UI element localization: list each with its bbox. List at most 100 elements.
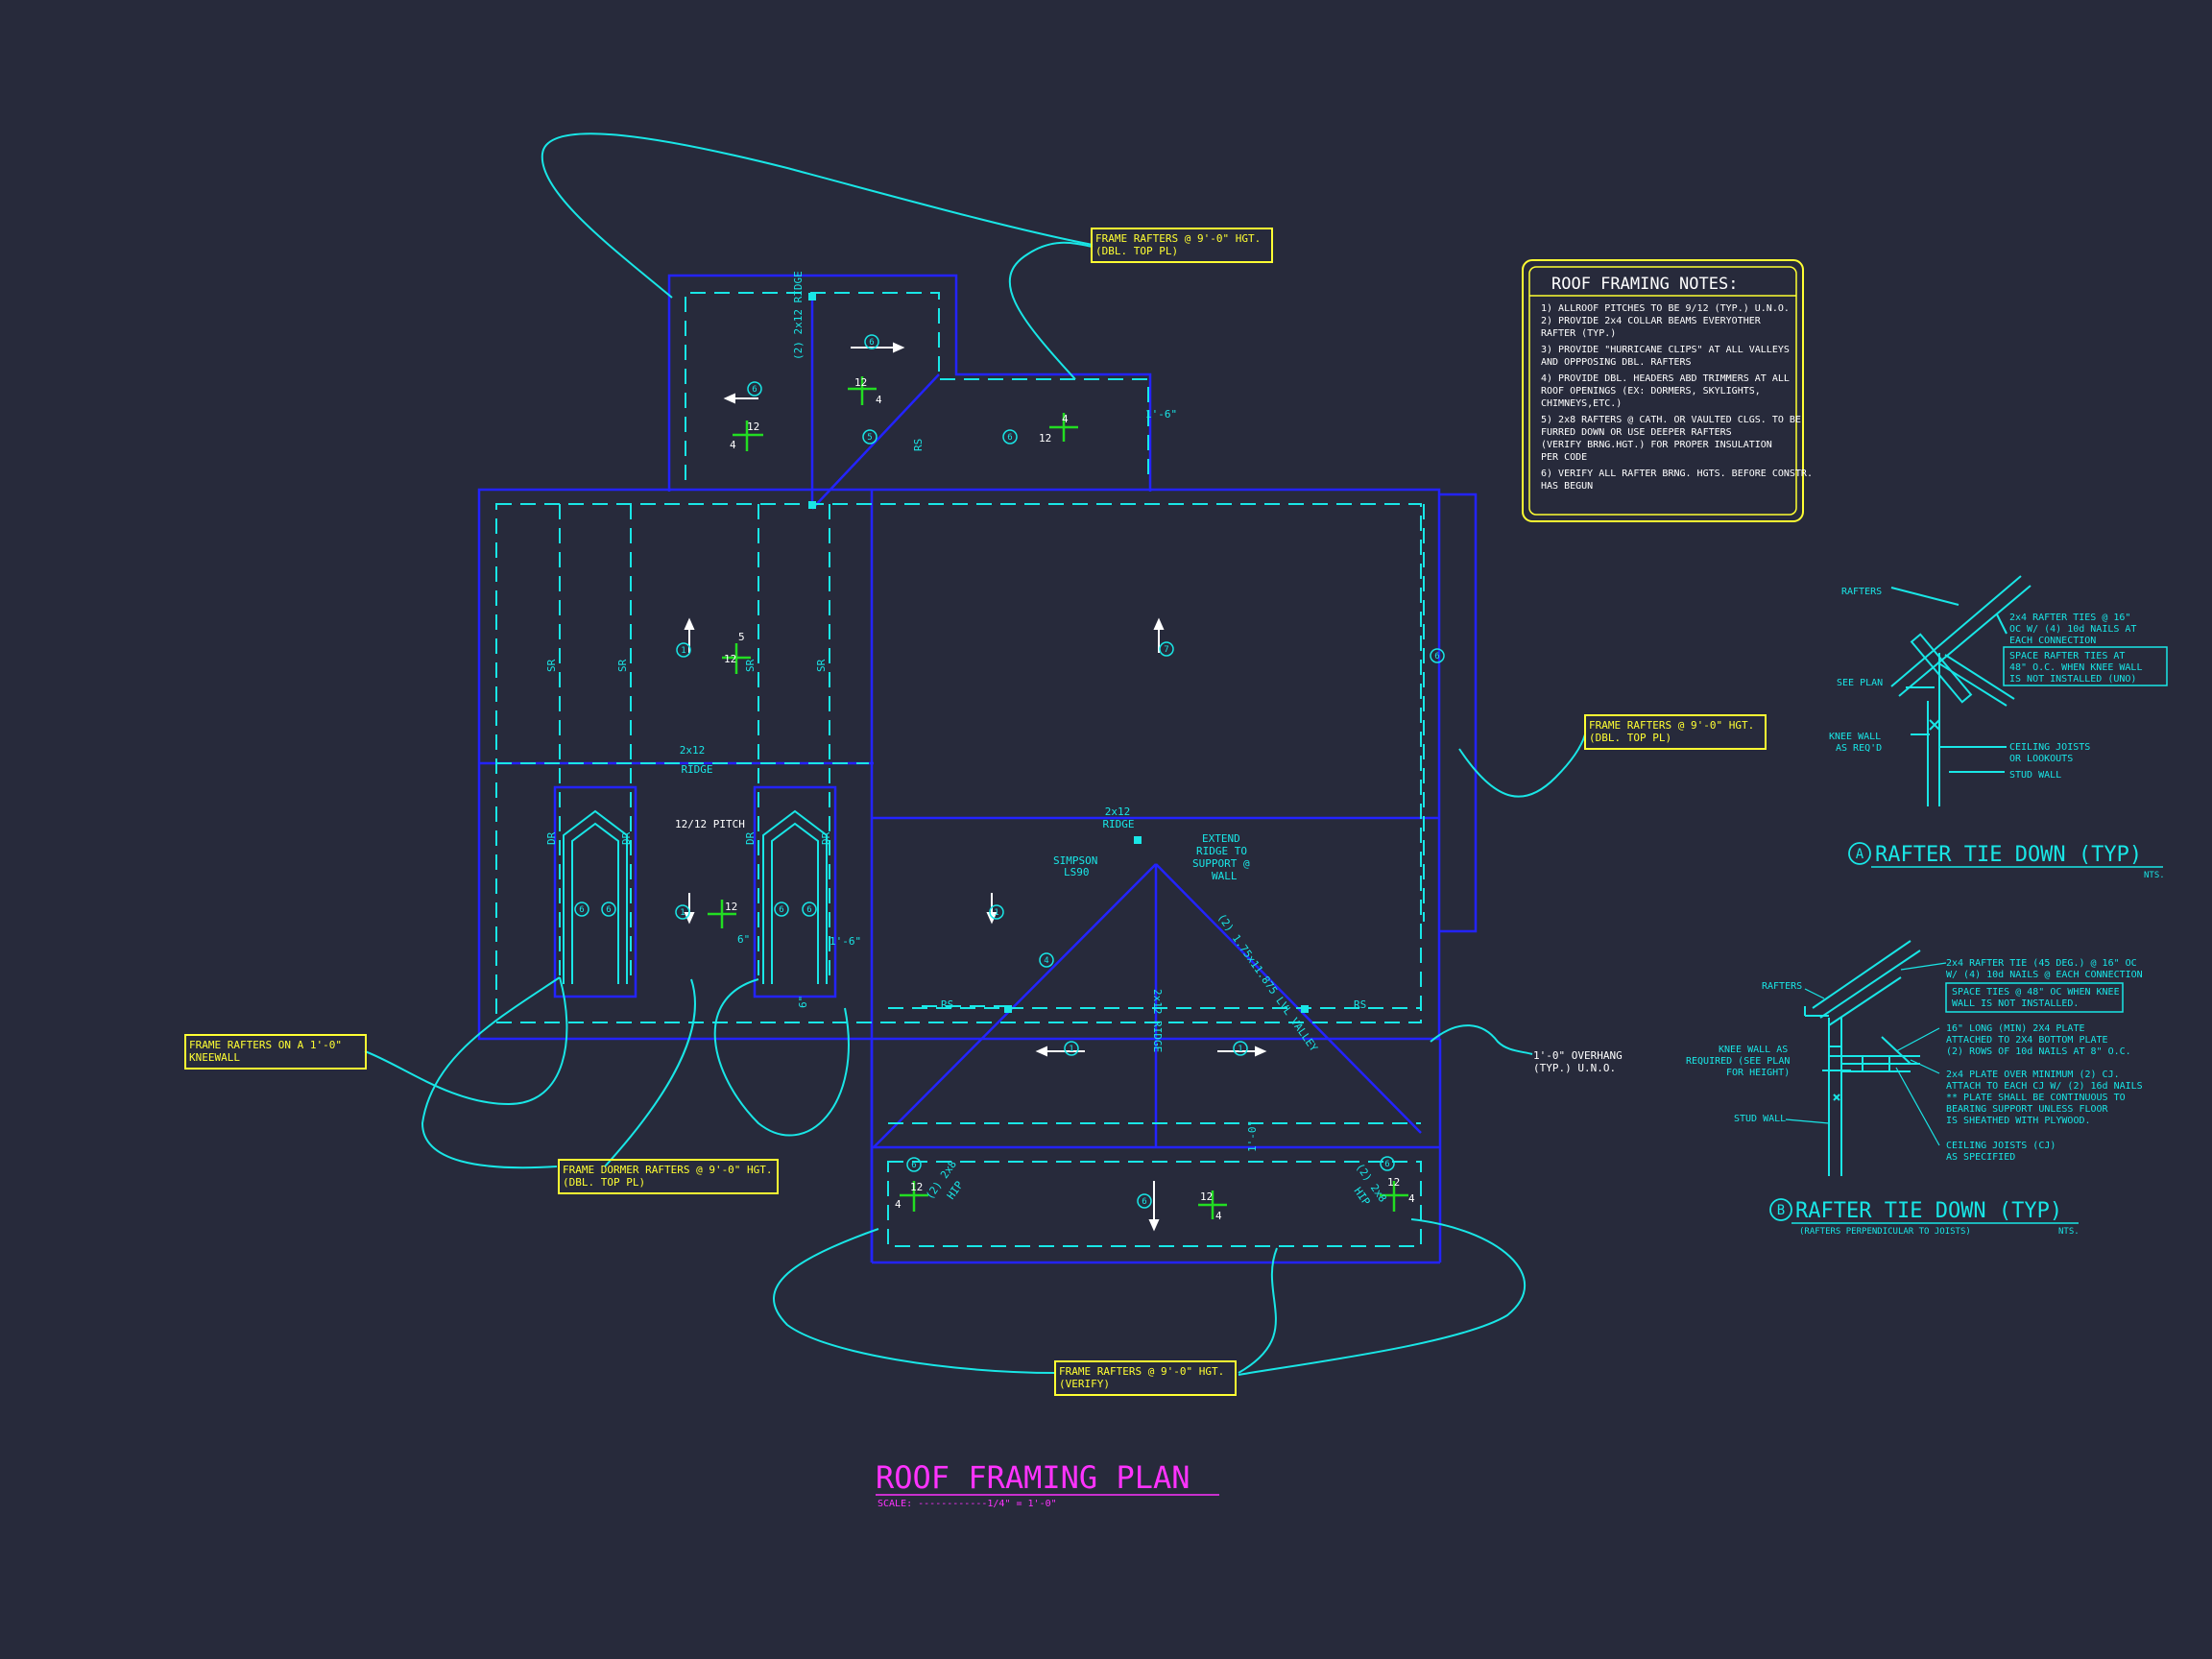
tag-4: 4 xyxy=(1044,956,1048,966)
rafter-tag-numbers: 6 6 5 6 1 7 6 6 6 1 1 6 6 4 1 1 6 6 6 xyxy=(579,338,1439,1207)
detail-a-knee-wall-1: KNEE WALL xyxy=(1829,732,1881,742)
sr-label-3: SR xyxy=(744,659,757,672)
plan-dashed-framing xyxy=(495,292,1425,1247)
detail-a-labels: RAFTERS SEE PLAN KNEE WALL AS REQ'D 2x4 … xyxy=(1829,587,2168,781)
ridge-size-center: 2x12 xyxy=(1105,805,1131,818)
callout-dormer-line1: FRAME DORMER RAFTERS @ 9'-0" HGT. xyxy=(563,1164,773,1176)
pitch-num-5: 5 xyxy=(738,631,745,643)
dim-6-dormer: 6" xyxy=(737,933,750,946)
callout-top-line1: FRAME RAFTERS @ 9'-0" HGT. xyxy=(1095,232,1261,245)
tag-6: 6 xyxy=(1434,652,1439,661)
detail-b-subtitle: (RAFTERS PERPENDICULAR TO JOISTS) xyxy=(1799,1227,1971,1237)
pitch-num-4: 4 xyxy=(1215,1210,1222,1222)
note-line: 2) PROVIDE 2x4 COLLAR BEAMS EVERYOTHER xyxy=(1541,316,1762,326)
dr-label-3: DR xyxy=(744,831,757,845)
detail-b-knee-2: REQUIRED (SEE PLAN xyxy=(1686,1056,1790,1067)
pitch-num-12: 12 xyxy=(747,421,759,433)
note-line: CHIMNEYS,ETC.) xyxy=(1541,398,1622,409)
callout-right-line2: (DBL. TOP PL) xyxy=(1589,732,1671,744)
pitch-num-12: 12 xyxy=(910,1181,923,1193)
note-line: HAS BEGUN xyxy=(1541,481,1593,492)
overhang-line2: (TYP.) U.N.O. xyxy=(1533,1062,1616,1074)
note-line: 5) 2x8 RAFTERS @ CATH. OR VAULTED CLGS. … xyxy=(1541,415,1801,425)
detail-b-plate-over-4: BEARING SUPPORT UNLESS FLOOR xyxy=(1946,1104,2109,1115)
note-line: 4) PROVIDE DBL. HEADERS ABD TRIMMERS AT … xyxy=(1541,373,1790,384)
detail-b-rafters: RAFTERS xyxy=(1762,981,1802,992)
callout-top: FRAME RAFTERS @ 9'-0" HGT. (DBL. TOP PL) xyxy=(1091,228,1273,263)
rs-label-right: RS xyxy=(1354,998,1366,1011)
callout-top-line2: (DBL. TOP PL) xyxy=(1095,245,1178,257)
leader-clouds xyxy=(364,132,1586,1376)
dim-1-0-hip: 1'-0" xyxy=(1246,1120,1259,1152)
detail-b-joists-2: AS SPECIFIED xyxy=(1946,1152,2015,1163)
pitch-num-4: 4 xyxy=(1408,1192,1415,1205)
detail-a-stud: STUD WALL xyxy=(2009,770,2061,781)
dim-6-lower: 6" xyxy=(797,996,809,1008)
dim-1-6-dormer: 1'-6" xyxy=(830,935,861,948)
overhang-line1: 1'-0" OVERHANG xyxy=(1533,1049,1623,1062)
pitch-note: 12/12 PITCH xyxy=(675,818,745,830)
rs-label-top: RS xyxy=(912,439,925,451)
pitch-num-12: 12 xyxy=(1039,432,1051,445)
extend-line4: WALL xyxy=(1212,870,1238,882)
tag-6: 6 xyxy=(911,1161,916,1170)
detail-b-plate16-3: (2) ROWS OF 10d NAILS AT 8" O.C. xyxy=(1946,1046,2131,1057)
detail-b-joists-1: CEILING JOISTS (CJ) xyxy=(1946,1141,2056,1151)
note-line: ROOF OPENINGS (EX: DORMERS, SKYLIGHTS, xyxy=(1541,386,1761,397)
notes-title: ROOF FRAMING NOTES: xyxy=(1551,275,1738,294)
tag-6: 6 xyxy=(606,905,611,915)
detail-a-drawing xyxy=(1890,575,2032,806)
simpson-line1: SIMPSON xyxy=(1053,854,1097,867)
callout-kneewall-line2: KNEEWALL xyxy=(189,1051,240,1064)
callout-right: FRAME RAFTERS @ 9'-0" HGT. (DBL. TOP PL) xyxy=(1584,714,1767,750)
detail-b-plate16-1: 16" LONG (MIN) 2X4 PLATE xyxy=(1946,1023,2085,1034)
detail-b-knee-3: FOR HEIGHT) xyxy=(1726,1068,1790,1078)
tag-6: 6 xyxy=(1007,433,1012,443)
drawing-title: ROOF FRAMING PLAN SCALE: ------------1/4… xyxy=(876,1459,1219,1509)
detail-b-heading: RAFTER TIE DOWN (TYP) xyxy=(1795,1199,2062,1223)
note-line: RAFTER (TYP.) xyxy=(1541,328,1616,339)
ridge-label-top: (2) 2x12 RIDGE xyxy=(792,271,805,360)
pitch-symbols xyxy=(708,376,1408,1219)
pitch-num-4: 4 xyxy=(730,439,736,451)
tag-6: 6 xyxy=(752,385,757,395)
detail-b-plate-over-1: 2x4 PLATE OVER MINIMUM (2) CJ. xyxy=(1946,1070,2120,1080)
detail-b-plate-over-5: IS SHEATHED WITH PLYWOOD. xyxy=(1946,1116,2091,1126)
tag-1: 1 xyxy=(1069,1045,1073,1054)
pitch-numbers: 12 4 12 4 4 12 12 5 12 12 4 12 4 12 4 xyxy=(724,376,1415,1222)
detail-a-joists-2: OR LOOKOUTS xyxy=(2009,754,2073,764)
detail-a-rafters: RAFTERS xyxy=(1841,587,1882,597)
sr-label-2: SR xyxy=(616,659,629,672)
detail-b-plate-over-3: ** PLATE SHALL BE CONTINUOUS TO xyxy=(1946,1093,2126,1103)
tag-6: 6 xyxy=(869,338,874,348)
note-line: FURRED DOWN OR USE DEEPER RAFTERS xyxy=(1541,427,1732,438)
tag-1: 1 xyxy=(681,646,685,656)
callout-bottom-line2: (VERIFY) xyxy=(1059,1378,1110,1390)
note-line: AND OPPPOSING DBL. RAFTERS xyxy=(1541,357,1692,368)
detail-b-stud: STUD WALL xyxy=(1734,1114,1786,1124)
ridge-label-left: RIDGE xyxy=(681,763,712,776)
note-line: 1) ALLROOF PITCHES TO BE 9/12 (TYP.) U.N… xyxy=(1541,303,1790,314)
detail-a-knee-wall-2: AS REQ'D xyxy=(1836,743,1882,754)
detail-a-see-plan: SEE PLAN xyxy=(1837,678,1883,688)
pitch-num-4: 4 xyxy=(895,1198,902,1211)
detail-b-tie-2: W/ (4) 10d NAILS @ EACH CONNECTION xyxy=(1946,970,2143,980)
dr-label-2: DR xyxy=(620,831,633,845)
detail-a-space-3: IS NOT INSTALLED (UNO) xyxy=(2009,674,2136,685)
callout-bottom: FRAME RAFTERS @ 9'-0" HGT. (VERIFY) xyxy=(1054,1360,1237,1396)
roof-framing-notes: ROOF FRAMING NOTES: 1) ALLROOF PITCHES T… xyxy=(1522,259,1813,522)
extend-line2: RIDGE TO xyxy=(1196,845,1247,857)
detail-b-drawing xyxy=(1804,940,1921,1176)
detail-b-marker: B xyxy=(1777,1203,1785,1218)
plan-scale: SCALE: ------------1/4" = 1'-0" xyxy=(878,1499,1057,1509)
ridge-label-center: RIDGE xyxy=(1102,818,1134,830)
tag-1: 1 xyxy=(680,908,685,918)
detail-a-nts: NTS. xyxy=(2144,871,2165,880)
rs-label-left: RS xyxy=(941,998,953,1011)
tag-6: 6 xyxy=(579,905,584,915)
tag-5: 5 xyxy=(867,433,872,443)
detail-a-ties-2: OC W/ (4) 10d NAILS AT xyxy=(2009,624,2136,635)
dim-1-6-top: 1'-6" xyxy=(1145,408,1177,421)
note-line: 6) VERIFY ALL RAFTER BRNG. HGTS. BEFORE … xyxy=(1541,469,1813,479)
detail-b-nts: NTS. xyxy=(2058,1227,2080,1237)
